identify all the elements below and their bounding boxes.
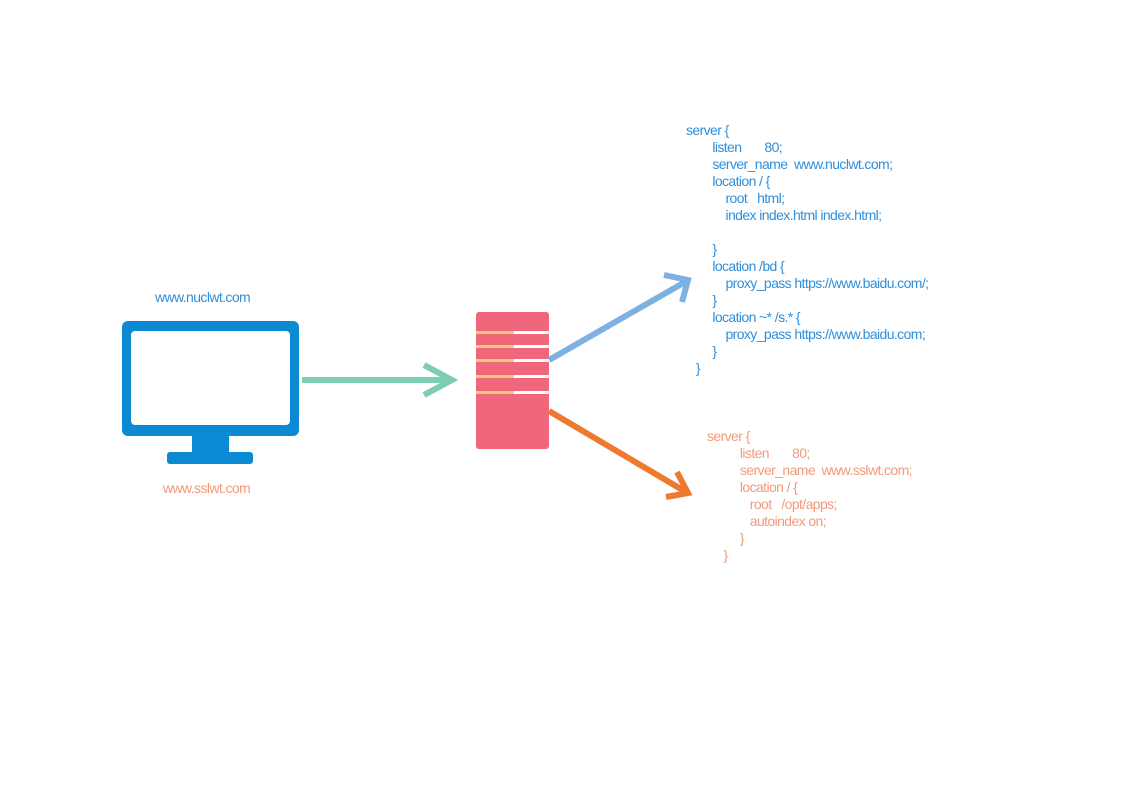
domain-label-sslwt: www.sslwt.com <box>163 480 251 496</box>
nginx-config-sslwt: server { listen 80; server_name www.sslw… <box>707 428 913 563</box>
request-arrow <box>302 362 459 398</box>
route-arrow-second <box>547 408 693 500</box>
monitor-icon <box>122 321 299 464</box>
route-arrow-first <box>547 272 692 363</box>
domain-label-nuclwt: www.nuclwt.com <box>155 289 251 305</box>
server-slots <box>476 331 549 394</box>
nginx-config-nuclwt: server { listen 80; server_name www.nucl… <box>686 122 929 376</box>
server-icon <box>476 312 549 449</box>
